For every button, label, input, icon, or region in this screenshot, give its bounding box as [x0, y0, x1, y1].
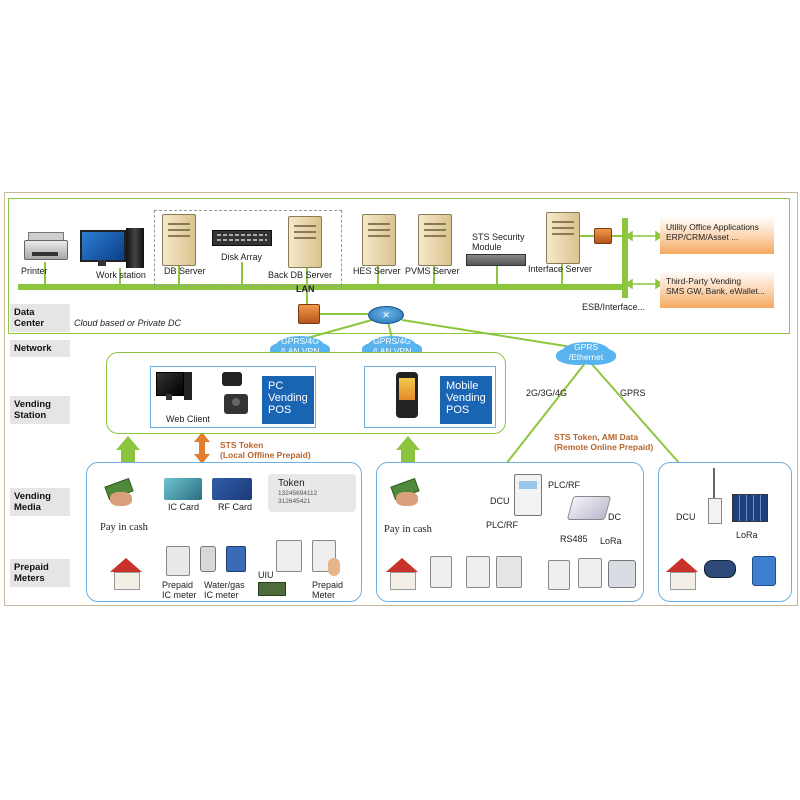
cash-hand-icon-mid: [388, 477, 422, 508]
link-2g-label: 2G/3G/4G: [526, 388, 568, 398]
interface-server-label: Interface Server: [528, 264, 593, 274]
meter-mid-3: [496, 556, 522, 588]
lora-right-label: LoRa: [736, 530, 758, 540]
mobile-vending-pos-tag: Mobile Vending POS: [440, 376, 492, 424]
water-meter-icon: [200, 546, 216, 572]
gas-meter-icon: [226, 546, 246, 572]
mobile-pos-icon: [396, 372, 418, 418]
house-icon-mid: [386, 558, 418, 590]
printer-label: Printer: [21, 266, 48, 276]
link-gprs-label: GPRS: [620, 388, 646, 398]
finger-icon: [328, 558, 340, 576]
utility-apps-box: Utility Office Applications ERP/CRM/Asse…: [660, 216, 774, 254]
sts-module-icon: [466, 254, 526, 266]
ic-card-label: IC Card: [168, 502, 200, 512]
router-icon: ✕: [368, 306, 404, 324]
cash-hand-icon-left: [102, 477, 136, 508]
pc-vending-pos-tag: PC Vending POS: [262, 376, 314, 424]
uiu-icon: [258, 582, 286, 596]
row-label-prepaid-meters: Prepaid Meters: [10, 559, 70, 587]
solar-panel-icon: [732, 494, 768, 522]
lan-bar: [18, 284, 626, 290]
water-meter-right: [704, 560, 736, 578]
token-title: Token: [278, 478, 305, 489]
gas-meter-right: [752, 556, 776, 586]
rf-card-icon: [212, 478, 252, 500]
house-icon-right: [666, 558, 698, 590]
dcu-right-label: DCU: [676, 512, 696, 522]
prepaid-ic-meter-icon: [166, 546, 190, 576]
meter-mid-1: [430, 556, 452, 588]
meter-mid-6: [608, 560, 636, 588]
hes-server-icon: [362, 214, 396, 266]
lora-mid-label: LoRa: [600, 536, 622, 546]
token-remote-online: STS Token, AMI Data (Remote Online Prepa…: [554, 432, 654, 452]
meter-mid-2: [466, 556, 490, 588]
prepaid-meter-label: Prepaid Meter: [312, 580, 344, 600]
disk-array-label: Disk Array: [221, 252, 263, 262]
outer-frame: [4, 192, 798, 606]
plc-rf-left-label: PLC/RF: [486, 520, 519, 530]
token-local-offline: STS Token (Local Offline Prepaid): [220, 440, 311, 460]
row-label-data-center: Data Center: [10, 304, 70, 332]
card-reader-icon: [224, 394, 248, 414]
row-label-vending-media: Vending Media: [10, 488, 70, 516]
plc-rf-top-label: PLC/RF: [548, 480, 581, 490]
dc-icon: [566, 496, 612, 520]
data-center-frame: [8, 198, 790, 334]
water-gas-meter-label: Water/gas IC meter: [204, 580, 245, 600]
printer-icon: [24, 232, 68, 262]
back-db-server-icon: [288, 216, 322, 268]
rs485-label: RS485: [560, 534, 588, 544]
esb-label: ESB/Interface...: [582, 302, 646, 312]
db-server-icon: [162, 214, 196, 266]
pay-in-cash-left: Pay in cash: [100, 522, 148, 533]
keypad-meter-icon: [276, 540, 302, 572]
cloud-right: GPRS /Ethernet: [562, 342, 610, 364]
dcu-right-icon: [708, 498, 722, 524]
antenna-icon: [713, 468, 715, 498]
disk-array-icon: [212, 230, 272, 246]
meter-mid-4: [548, 560, 570, 590]
pay-in-cash-mid: Pay in cash: [384, 524, 432, 535]
row-label-vending-station: Vending Station: [10, 396, 70, 424]
firewall-icon: [594, 228, 612, 244]
pvms-server-label: PVMS Server: [405, 266, 460, 276]
dc-label: DC: [608, 512, 621, 522]
third-party-box: Third-Party Vending SMS GW, Bank, eWalle…: [660, 270, 774, 308]
central-firewall-icon: [298, 304, 320, 324]
row-label-network: Network: [10, 340, 70, 357]
web-client-monitor-icon: [156, 372, 192, 402]
rf-card-label: RF Card: [218, 502, 253, 512]
dcu-mid-label: DCU: [490, 496, 510, 506]
workstation-icon: [80, 228, 146, 270]
hes-server-label: HES Server: [353, 266, 401, 276]
prepaid-ic-meter-label: Prepaid IC meter: [162, 580, 197, 600]
house-icon-left: [110, 558, 142, 590]
back-db-server-label: Back DB Server: [268, 270, 333, 280]
pvms-server-icon: [418, 214, 452, 266]
sts-module-label: STS Security Module: [472, 232, 525, 252]
workstation-label: Work station: [96, 270, 146, 280]
esb-bar: [622, 218, 628, 298]
uiu-label: UIU: [258, 570, 274, 580]
receipt-printer-icon: [222, 372, 242, 386]
interface-server-icon: [546, 212, 580, 264]
token-card: [268, 474, 356, 512]
dcu-mid-icon: [514, 474, 542, 516]
db-group-frame: [154, 210, 342, 286]
meter-mid-5: [578, 558, 602, 588]
lan-label: LAN: [296, 284, 315, 294]
db-server-label: DB Server: [164, 266, 206, 276]
token-numbers: 13245694112 312645421: [278, 490, 318, 505]
ic-card-icon: [164, 478, 202, 500]
data-center-subtitle: Cloud based or Private DC: [74, 318, 182, 328]
web-client-label: Web Client: [166, 414, 210, 424]
